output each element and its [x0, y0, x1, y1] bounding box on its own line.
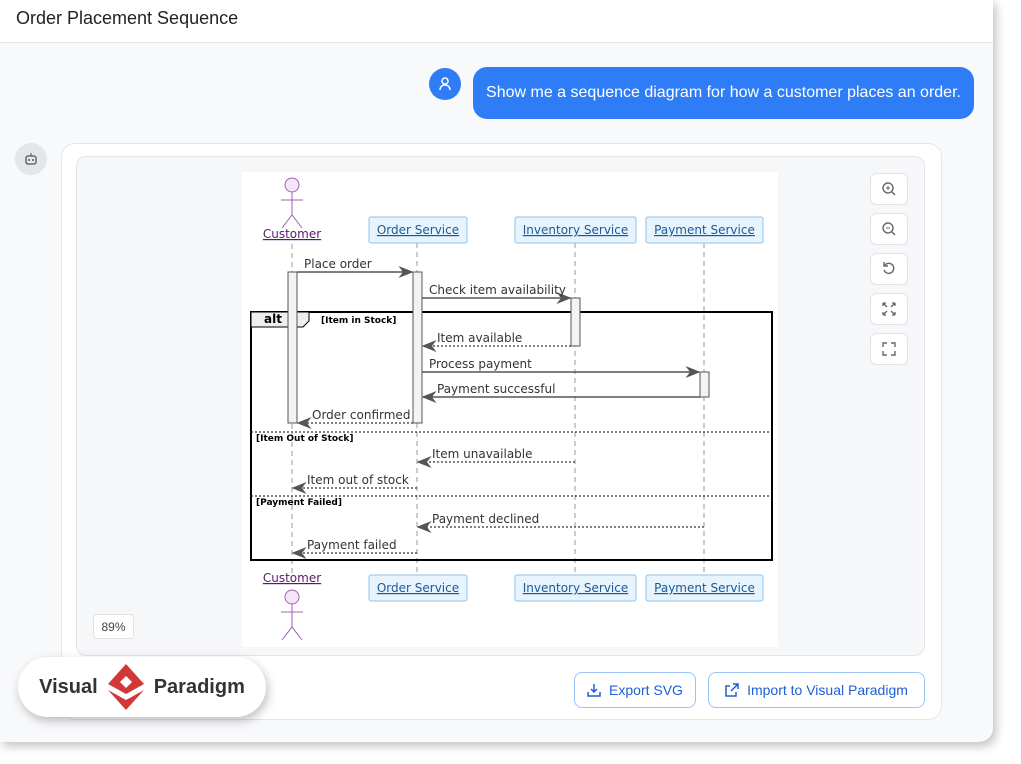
- fullscreen-icon: [882, 342, 896, 356]
- guard-label: [Item Out of Stock]: [256, 434, 354, 444]
- sequence-diagram: alt [Item in Stock] [Item Out of Stock] [Pa…: [242, 172, 778, 647]
- message-label: Item out of stock: [307, 473, 409, 487]
- user-message: Show me a sequence diagram for how a cus…: [473, 67, 974, 119]
- participant-box: [645, 574, 764, 602]
- guard-label: [Payment Failed]: [256, 498, 342, 508]
- actor-body: [281, 192, 303, 229]
- fit-icon: [882, 302, 896, 316]
- bot-avatar: [15, 143, 47, 175]
- logo-diamond-icon: [107, 664, 144, 710]
- guard-label: [Item in Stock]: [321, 316, 396, 326]
- activation-bar: [412, 271, 423, 424]
- reset-icon: [883, 262, 895, 275]
- participant-label: Inventory Service: [523, 223, 628, 237]
- actor-icon: [284, 589, 300, 605]
- message-label: Payment successful: [437, 382, 555, 396]
- message-label: Item available: [437, 331, 522, 345]
- participant-box: [514, 574, 637, 602]
- user-icon: [439, 77, 451, 91]
- message-label: Place order: [304, 257, 372, 271]
- participant-label: Order Service: [377, 581, 459, 595]
- participant-box: [368, 574, 468, 602]
- fit-button[interactable]: [870, 293, 908, 325]
- participant-label: Payment Service: [654, 223, 755, 237]
- user-avatar: [429, 68, 461, 100]
- activation-bar: [699, 371, 710, 398]
- activation-bar: [287, 271, 298, 424]
- external-link-icon: [725, 683, 739, 697]
- message-label: Payment failed: [307, 538, 397, 552]
- participant-box: [645, 216, 764, 244]
- message-label: Order confirmed: [312, 408, 410, 422]
- export-label: Export SVG: [609, 682, 683, 698]
- zoom-level: 89%: [93, 614, 134, 639]
- actor-icon: [284, 177, 300, 193]
- participant-label: Payment Service: [654, 581, 755, 595]
- participant-box: [514, 216, 637, 244]
- zoom-out-icon: [882, 222, 896, 236]
- header: Order Placement Sequence: [0, 0, 993, 43]
- participant-label: Inventory Service: [523, 581, 628, 595]
- zoom-in-button[interactable]: [870, 173, 908, 205]
- zoom-in-icon: [882, 182, 896, 196]
- export-svg-button[interactable]: Export SVG: [574, 672, 696, 708]
- alt-fragment: [250, 311, 773, 561]
- message-label: Check item availability: [429, 283, 566, 297]
- message-label: Process payment: [429, 357, 532, 371]
- participant-box: [368, 216, 468, 244]
- import-button[interactable]: Import to Visual Paradigm: [708, 672, 925, 708]
- activation-bar: [570, 297, 581, 347]
- participant-label: Customer: [263, 227, 321, 241]
- download-icon: [587, 684, 601, 697]
- participant-label: Customer: [263, 571, 321, 585]
- zoom-out-button[interactable]: [870, 213, 908, 245]
- logo-text-right: Paradigm: [153, 675, 245, 698]
- alt-label: alt: [264, 312, 282, 326]
- robot-icon: [25, 153, 37, 165]
- import-label: Import to Visual Paradigm: [747, 682, 908, 698]
- visual-paradigm-logo: Visual Paradigm: [18, 657, 266, 717]
- logo-text-left: Visual: [39, 675, 98, 698]
- reset-button[interactable]: [870, 253, 908, 285]
- actor-body: [281, 604, 303, 641]
- message-label: Payment declined: [432, 512, 539, 526]
- participant-label: Order Service: [377, 223, 459, 237]
- fullscreen-button[interactable]: [870, 333, 908, 365]
- page-title: Order Placement Sequence: [16, 8, 239, 28]
- message-label: Item unavailable: [432, 447, 533, 461]
